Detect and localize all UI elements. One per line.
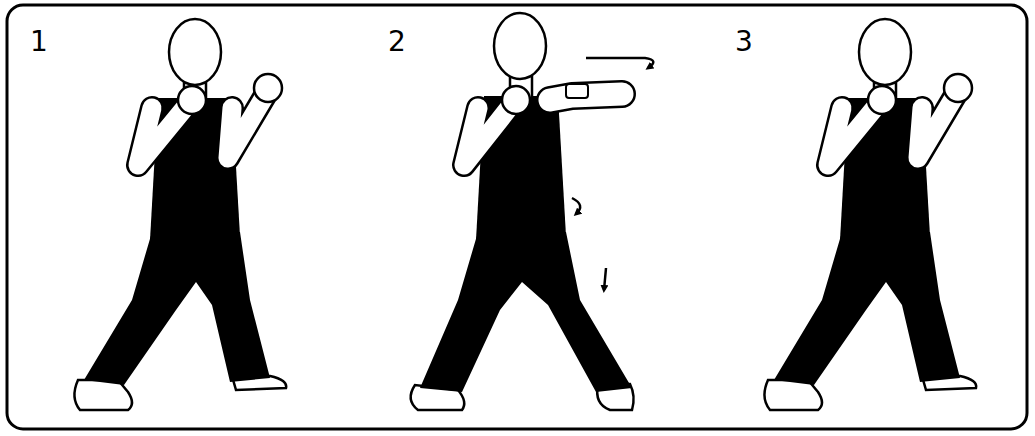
callout-number: 2 xyxy=(388,28,406,56)
guard-figure xyxy=(74,19,286,410)
hook-figure xyxy=(411,13,654,410)
callout-number: 3 xyxy=(735,28,753,56)
guard-figure xyxy=(764,19,976,410)
callout-number: 1 xyxy=(30,28,48,56)
panel-frame xyxy=(7,5,1027,429)
